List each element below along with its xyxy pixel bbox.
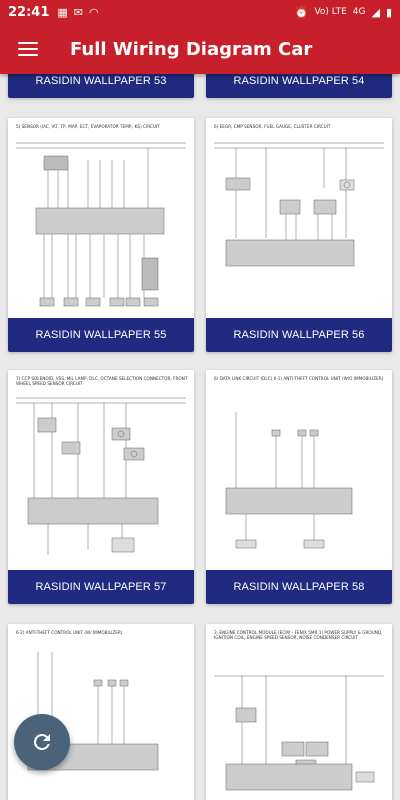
- alarm-icon: ⏰: [294, 5, 309, 19]
- card-label: RASIDIN WALLPAPER 58: [206, 570, 392, 604]
- card-label: RASIDIN WALLPAPER 56: [206, 318, 392, 352]
- wiring-diagram-svg: [16, 397, 186, 555]
- status-bar: 22:41 ▦ ✉ ◠ ⏰ Vo) LTE 4G ◢ ▮: [0, 0, 400, 24]
- wallpaper-grid[interactable]: RASIDIN WALLPAPER 53 RASIDIN WALLPAPER 5…: [0, 74, 400, 800]
- status-time: 22:41: [8, 4, 50, 20]
- wiring-diagram-svg: [16, 142, 186, 307]
- wallpaper-card[interactable]: 6) EEGR, CMP SENSOR, FUEL GAUGE, CLUSTER…: [206, 118, 392, 352]
- wiring-diagram-svg: [214, 675, 384, 791]
- battery-icon: ▮: [385, 5, 392, 19]
- wifi-icon: ◠: [89, 5, 99, 19]
- wiring-diagram-svg: [225, 412, 353, 549]
- card-label: RASIDIN WALLPAPER 54: [206, 74, 392, 98]
- mail-icon: ✉: [73, 5, 84, 19]
- wallpaper-card[interactable]: 6-2) ANTI-THEFT CONTROL UNIT (W/ IMMOBIL…: [8, 624, 194, 800]
- notification-dot-icon: ▦: [57, 5, 68, 19]
- status-left-icons: ▦ ✉ ◠: [57, 6, 98, 19]
- diagram-caption: 3. ENGINE CONTROL MODULE (ECM) - FENIX 5…: [214, 630, 383, 641]
- wiring-diagram-svg: [27, 652, 159, 771]
- app-bar: Full Wiring Diagram Car: [0, 24, 400, 74]
- diagram-caption: 6) DATA LINK CIRCUIT (DLC) 6-1) ANTI-THE…: [214, 376, 384, 381]
- card-label: RASIDIN WALLPAPER 57: [8, 570, 194, 604]
- wiring-diagram-image: 3. ENGINE CONTROL MODULE (ECM) - FENIX 5…: [206, 624, 392, 800]
- wiring-diagram-image: 5) SENSOR (IAC, IAT, TP, MAP, ECT, EVAPO…: [8, 118, 194, 318]
- wiring-diagram-image: 6) DATA LINK CIRCUIT (DLC) 6-1) ANTI-THE…: [206, 370, 392, 570]
- wiring-diagram-image: 7) CCP SOLENOID, VSS, MIL LAMP, DLC, OCT…: [8, 370, 194, 570]
- network-label: Vo) LTE: [314, 7, 347, 17]
- wiring-diagram-image: 6) EEGR, CMP SENSOR, FUEL GAUGE, CLUSTER…: [206, 118, 392, 318]
- wallpaper-card[interactable]: 5) SENSOR (IAC, IAT, TP, MAP, ECT, EVAPO…: [8, 118, 194, 352]
- signal-label: 4G: [352, 7, 366, 17]
- status-right-icons: ⏰ Vo) LTE 4G ◢ ▮: [295, 6, 392, 19]
- wiring-diagram-svg: [214, 142, 384, 267]
- diagram-caption: 5) SENSOR (IAC, IAT, TP, MAP, ECT, EVAPO…: [16, 124, 160, 129]
- card-label: RASIDIN WALLPAPER 53: [8, 74, 194, 98]
- wallpaper-card[interactable]: 6) DATA LINK CIRCUIT (DLC) 6-1) ANTI-THE…: [206, 370, 392, 604]
- card-label: RASIDIN WALLPAPER 55: [8, 318, 194, 352]
- diagram-caption: 7) CCP SOLENOID, VSS, MIL LAMP, DLC, OCT…: [16, 376, 188, 387]
- wiring-diagram-image: 6-2) ANTI-THEFT CONTROL UNIT (W/ IMMOBIL…: [8, 624, 194, 800]
- diagram-caption: 6-2) ANTI-THEFT CONTROL UNIT (W/ IMMOBIL…: [16, 630, 123, 635]
- diagram-caption: 6) EEGR, CMP SENSOR, FUEL GAUGE, CLUSTER…: [214, 124, 331, 129]
- signal-icon: ◢: [371, 5, 380, 19]
- wallpaper-card[interactable]: RASIDIN WALLPAPER 53: [8, 74, 194, 98]
- wallpaper-card[interactable]: RASIDIN WALLPAPER 54: [206, 74, 392, 98]
- app-title: Full Wiring Diagram Car: [70, 38, 313, 60]
- menu-icon[interactable]: [18, 42, 38, 56]
- wallpaper-card[interactable]: 3. ENGINE CONTROL MODULE (ECM) - FENIX 5…: [206, 624, 392, 800]
- wallpaper-card[interactable]: 7) CCP SOLENOID, VSS, MIL LAMP, DLC, OCT…: [8, 370, 194, 604]
- refresh-icon: [33, 734, 50, 750]
- refresh-button[interactable]: [14, 714, 70, 770]
